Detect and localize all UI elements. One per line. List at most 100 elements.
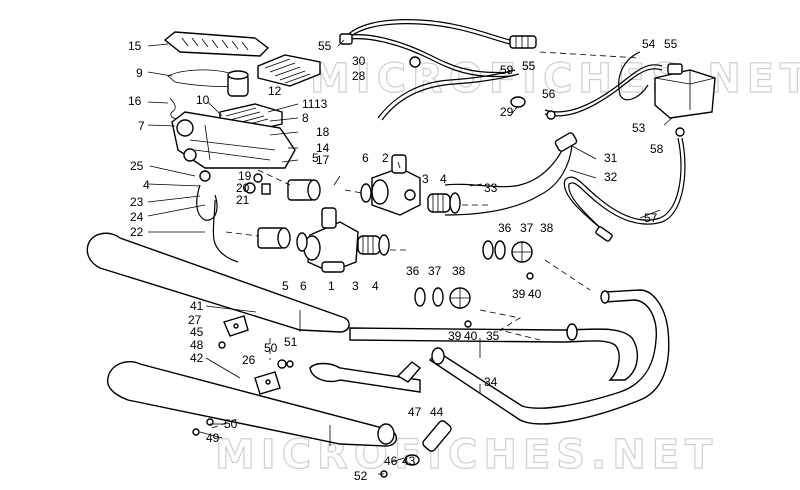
clamp-4-lower: [378, 234, 390, 256]
pump-gear-38-lower: [414, 287, 471, 309]
bolt-49-50: [192, 418, 214, 436]
manifold-5-upper: [287, 179, 321, 201]
label-26: 26: [242, 353, 256, 367]
label-9: 9: [136, 66, 143, 80]
label-17: 17: [316, 153, 330, 167]
carburettor-2: [371, 154, 421, 216]
silencer-lower-42: [106, 360, 397, 447]
guide-1: [344, 189, 363, 194]
label-50b: 50: [224, 417, 238, 431]
label-25: 25: [130, 159, 144, 173]
label-24: 24: [130, 210, 144, 224]
clip-16: [169, 97, 179, 119]
hose-55-upper-b: [344, 23, 511, 45]
pump-screws-39-40: [464, 272, 534, 328]
exhaust-pipe-35: [349, 327, 638, 381]
label-34: 34: [484, 375, 498, 389]
label-52: 52: [354, 469, 368, 483]
label-13: 13: [314, 97, 328, 111]
guide-4: [539, 51, 641, 59]
label-23: 23: [130, 195, 144, 209]
label-55c: 55: [664, 37, 678, 51]
bolt-48: [218, 341, 226, 349]
label-55a: 55: [318, 39, 332, 53]
guide-6: [544, 259, 591, 291]
clip-20: [244, 182, 256, 194]
oil-line-57: [563, 137, 682, 233]
sleeve-3-upper: [427, 193, 451, 213]
clamp-46-47: [377, 423, 420, 466]
label-32: 32: [604, 170, 618, 184]
label-4c: 4: [372, 279, 379, 293]
label-18: 18: [316, 125, 330, 139]
label-4b: 4: [440, 172, 447, 186]
label-40b: 40: [464, 329, 478, 343]
hose-tank-feed: [544, 64, 663, 113]
bracket-26: [254, 371, 281, 395]
label-1: 1: [328, 279, 335, 293]
screw-56: [546, 110, 556, 120]
label-11: 11: [302, 97, 315, 111]
carburettor-1: [303, 207, 359, 273]
label-6b: 6: [300, 279, 307, 293]
crossover-pipe: [309, 361, 422, 393]
intake-duct-12: [227, 70, 249, 97]
label-28: 28: [352, 69, 366, 83]
label-21: 21: [236, 193, 250, 207]
watermark-bottom: MICROFICHES.NET: [215, 432, 718, 478]
air-filter-cover-15: [163, 31, 270, 57]
pipe-mouth-35: [431, 347, 445, 365]
fitting-57: [595, 226, 613, 242]
label-5a: 5: [312, 151, 319, 165]
label-36b: 36: [406, 264, 420, 278]
label-16: 16: [128, 94, 142, 108]
pipe-mouth-34: [566, 323, 578, 341]
label-22: 22: [130, 225, 144, 239]
label-5b: 5: [282, 279, 289, 293]
clip-21: [261, 183, 271, 195]
oil-line-57b: [568, 137, 686, 237]
vent-hose-28b: [349, 38, 511, 78]
oil-tank-53: [654, 63, 716, 119]
clamp-4-upper: [449, 192, 461, 214]
label-43: 43: [402, 454, 416, 468]
ring-6-lower: [296, 232, 308, 252]
hose-55-upper: [344, 19, 511, 41]
cable-junction-31: [554, 132, 578, 152]
clamp-29: [510, 96, 526, 108]
label-30: 30: [352, 54, 366, 68]
label-38b: 38: [452, 264, 466, 278]
label-12: 12: [268, 84, 282, 98]
label-44: 44: [430, 405, 444, 419]
guide-9: [211, 417, 241, 429]
bolt-50-51: [277, 359, 294, 369]
guide-carb-left: [225, 231, 259, 237]
label-31: 31: [604, 151, 618, 165]
clip-19: [253, 173, 263, 183]
label-38a: 38: [540, 221, 554, 235]
label-27: 27: [188, 313, 202, 327]
label-55b: 55: [522, 59, 536, 73]
label-58: 58: [650, 142, 664, 156]
label-3a: 3: [422, 172, 429, 186]
label-14: 14: [316, 141, 330, 155]
throttle-cable-31: [444, 144, 566, 188]
pump-gear-38-upper: [482, 240, 533, 263]
air-box-7: [171, 111, 296, 169]
bolt-25: [199, 170, 211, 182]
label-54: 54: [642, 37, 656, 51]
valve-55: [509, 35, 537, 49]
label-49: 49: [206, 431, 220, 445]
silencer-upper-41: [86, 232, 350, 333]
hose-59b: [381, 73, 520, 121]
guide-7: [257, 169, 291, 186]
label-57: 57: [644, 211, 658, 225]
label-50a: 50: [264, 341, 278, 355]
label-48: 48: [190, 338, 204, 352]
label-20: 20: [236, 181, 250, 195]
label-4a: 4: [143, 178, 150, 192]
label-35: 35: [486, 329, 500, 343]
label-59: 59: [500, 63, 514, 77]
label-51: 51: [284, 335, 298, 349]
